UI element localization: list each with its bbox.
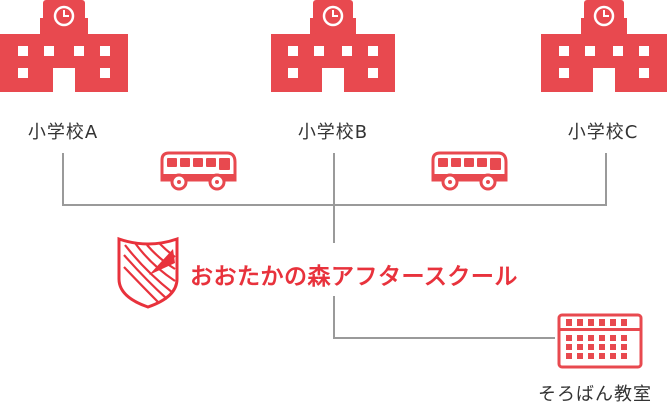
abacus-icon — [557, 313, 643, 369]
school-b-label: 小学校B — [297, 122, 369, 143]
center-title: おおたかの森アフタースクール — [190, 264, 518, 290]
bus-icon — [160, 151, 237, 191]
school-c-label: 小学校C — [567, 122, 639, 143]
school-building-icon — [0, 0, 128, 92]
bus-icon — [431, 151, 508, 191]
destination-label: そろばん教室 — [538, 384, 652, 405]
school-building-icon — [541, 0, 667, 92]
shield-leaf-logo-icon — [117, 236, 179, 309]
school-a-label: 小学校A — [27, 122, 99, 143]
school-building-icon — [271, 0, 395, 92]
